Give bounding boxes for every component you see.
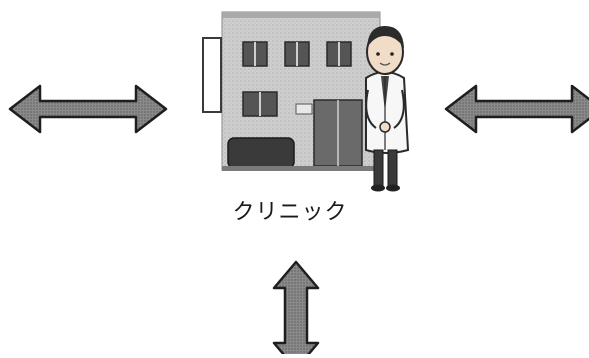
bottom-double-arrow (272, 260, 320, 358)
clinic-label: クリニック (232, 200, 348, 225)
left-double-arrow (8, 84, 168, 134)
doctor-figure (365, 26, 410, 192)
right-double-arrow (444, 84, 589, 134)
clinic-building-with-doctor-icon (202, 11, 410, 192)
